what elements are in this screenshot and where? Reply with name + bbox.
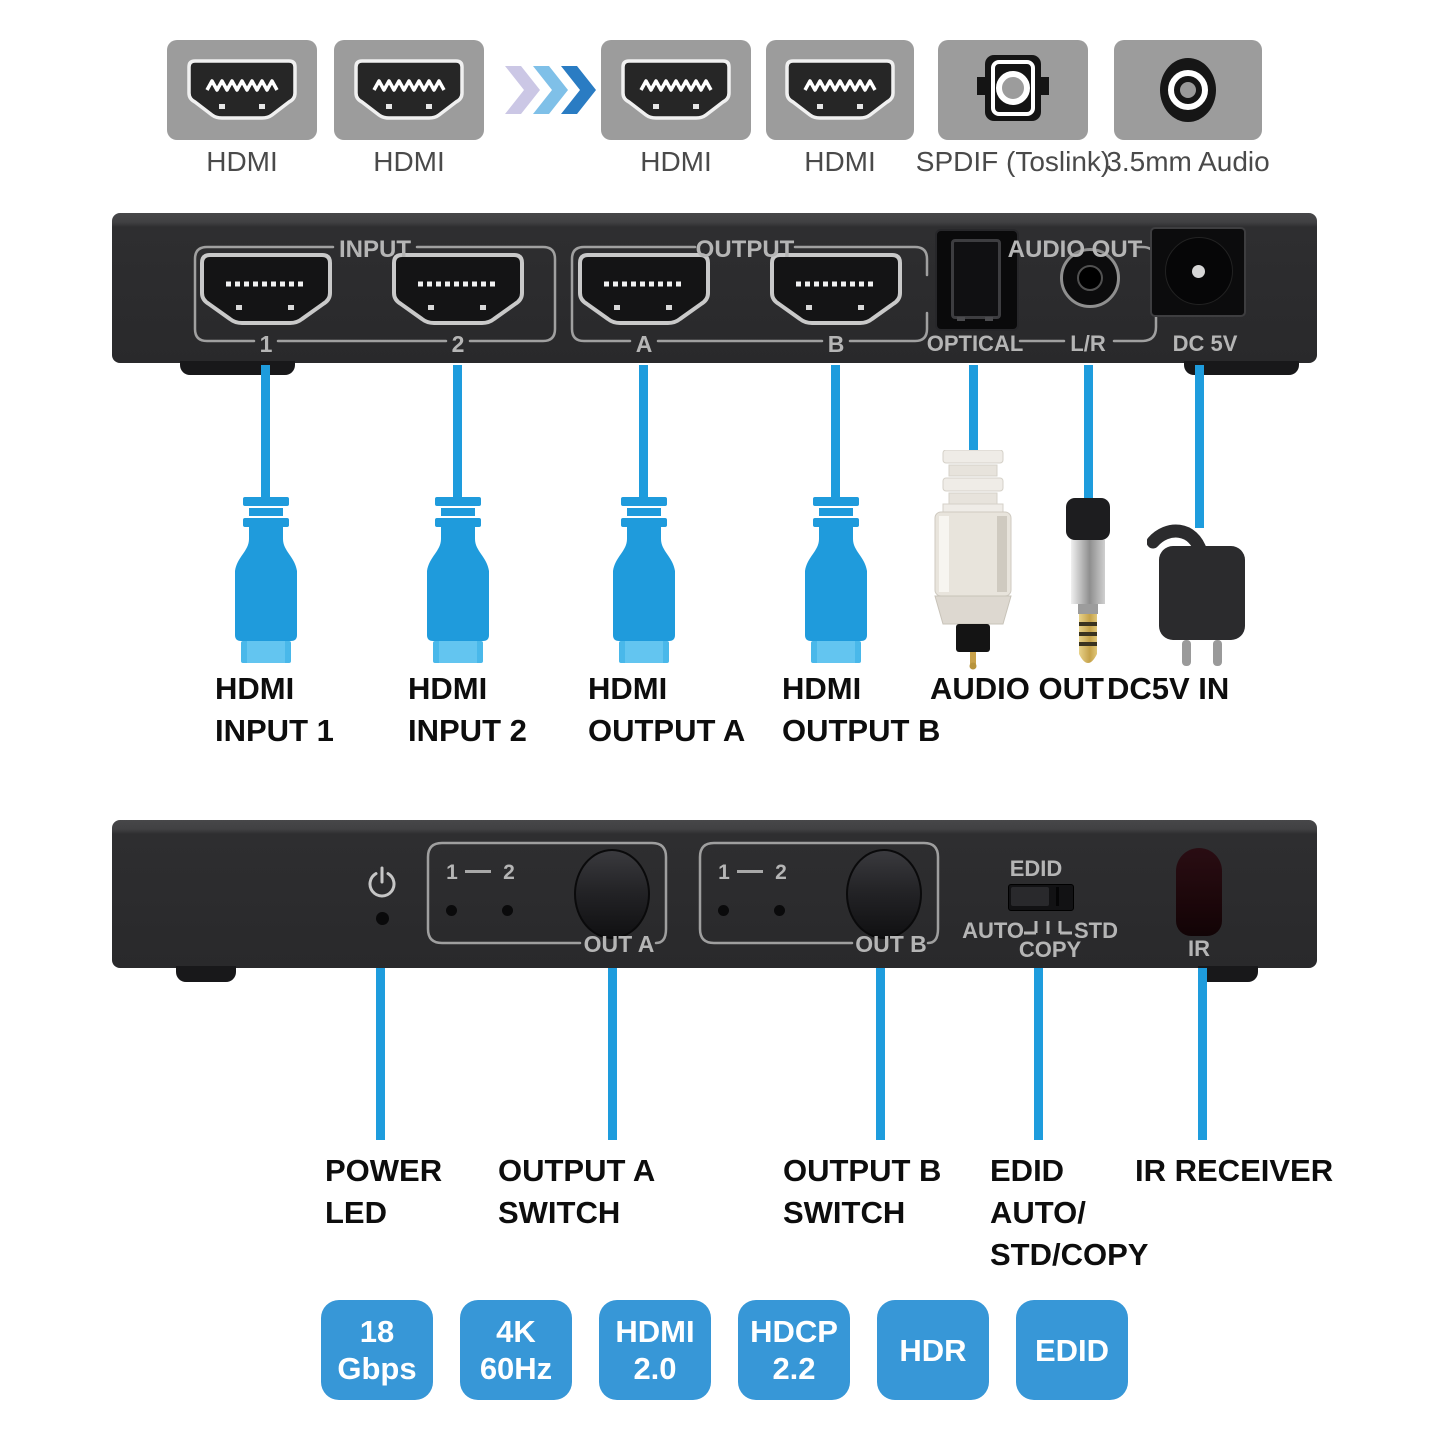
lr-audio-jack-port bbox=[1060, 248, 1120, 308]
callout-line bbox=[1198, 968, 1207, 1140]
cable-callout: DC5V IN bbox=[1107, 671, 1230, 706]
aux-35mm-cable-plug bbox=[1066, 498, 1110, 663]
button-group-outlines bbox=[426, 841, 940, 945]
top-port-label: SPDIF (Toslink) bbox=[915, 146, 1111, 177]
out-a-button bbox=[574, 849, 650, 939]
hdmi-port-icon bbox=[601, 40, 751, 140]
hdmi-cable-plug bbox=[805, 497, 867, 663]
port-label-a: A bbox=[635, 331, 653, 357]
callout-line bbox=[1084, 365, 1093, 502]
out-a-led-1 bbox=[446, 905, 457, 916]
port-label-b: B bbox=[827, 331, 845, 357]
edid-std-label: STD bbox=[1074, 918, 1118, 943]
ir-label: IR bbox=[1188, 936, 1210, 961]
dc-power-adapter-plug bbox=[1147, 524, 1245, 666]
hdmi-port-icon bbox=[334, 40, 484, 140]
top-port-label: HDMI bbox=[373, 146, 445, 177]
lr-label: L/R bbox=[1070, 331, 1106, 356]
out-b-button-label: OUT B bbox=[855, 931, 927, 957]
3-5mm-audio-jack-icon bbox=[1114, 40, 1262, 140]
hdmi-output-a-port bbox=[578, 253, 710, 327]
ir-receiver-window bbox=[1176, 848, 1222, 936]
toslink-cable-plug bbox=[934, 450, 1012, 670]
port-label-1: 1 bbox=[259, 331, 273, 357]
dc-5v-label: DC 5V bbox=[1172, 331, 1238, 356]
callout-line bbox=[969, 365, 978, 458]
rear-panel: INPUT OUTPUT AUDIO OUT 1 2 A B OPTICAL L… bbox=[112, 213, 1317, 375]
out-b-led-2 bbox=[774, 905, 785, 916]
out-a-led-2 bbox=[502, 905, 513, 916]
out-b-led-1 bbox=[718, 905, 729, 916]
hdmi-cable-plug bbox=[427, 497, 489, 663]
power-led bbox=[376, 912, 389, 925]
out-a-input-1-label: 1 bbox=[446, 861, 458, 884]
dash bbox=[465, 870, 491, 873]
audio-out-group-label: AUDIO OUT bbox=[1007, 236, 1143, 263]
out-b-input-2-label: 2 bbox=[775, 861, 787, 884]
triple-chevron-right-icon bbox=[505, 66, 596, 114]
out-a-button-label: OUT A bbox=[583, 931, 655, 957]
callout-line bbox=[376, 968, 385, 1140]
callout-line bbox=[453, 365, 462, 500]
hdmi-port-icon bbox=[766, 40, 914, 140]
out-b-input-1-label: 1 bbox=[718, 861, 730, 884]
dc-power-port bbox=[1150, 227, 1246, 317]
power-icon bbox=[368, 866, 396, 898]
device-foot bbox=[1184, 361, 1299, 375]
hdmi-port-icon bbox=[167, 40, 317, 140]
front-panel: 1 2 OUT A 1 2 OUT B EDID AUTO STD COPY I… bbox=[112, 820, 1317, 982]
device-foot bbox=[176, 966, 236, 982]
front-callout: IR RECEIVER bbox=[1135, 1153, 1334, 1188]
port-group-brackets bbox=[193, 245, 1158, 343]
callout-line bbox=[876, 968, 885, 1140]
top-port-label: 3.5mm Audio bbox=[1106, 146, 1270, 177]
hdmi-input-2-port bbox=[392, 253, 524, 327]
output-group-label: OUTPUT bbox=[695, 236, 795, 263]
callout-line bbox=[1034, 968, 1043, 1140]
hdmi-cable-plug bbox=[235, 497, 297, 663]
device-foot bbox=[1198, 966, 1258, 982]
top-port-label: HDMI bbox=[804, 146, 876, 177]
optical-audio-port bbox=[935, 229, 1019, 331]
callout-line bbox=[831, 365, 840, 500]
edid-title: EDID bbox=[1009, 856, 1063, 881]
feature-badge: HDR bbox=[877, 1300, 989, 1400]
top-port-label: HDMI bbox=[206, 146, 278, 177]
hdmi-input-1-port bbox=[200, 253, 332, 327]
dash bbox=[737, 870, 763, 873]
edid-auto-label: AUTO bbox=[962, 918, 1024, 943]
optical-label: OPTICAL bbox=[926, 331, 1024, 356]
edid-position-marks-icon bbox=[1024, 921, 1072, 935]
top-port-label: HDMI bbox=[640, 146, 712, 177]
hdmi-output-b-port bbox=[770, 253, 902, 327]
out-a-input-2-label: 2 bbox=[503, 861, 515, 884]
input-group-label: INPUT bbox=[339, 236, 411, 263]
callout-line bbox=[608, 968, 617, 1140]
hdmi-cable-plug bbox=[613, 497, 675, 663]
edid-slide-switch bbox=[1008, 884, 1074, 911]
edid-copy-label: COPY bbox=[1018, 937, 1082, 962]
device-foot bbox=[180, 361, 295, 375]
callout-line bbox=[639, 365, 648, 500]
out-b-button bbox=[846, 849, 922, 939]
feature-badge: EDID bbox=[1016, 1300, 1128, 1400]
port-label-2: 2 bbox=[451, 331, 465, 357]
callout-line bbox=[1195, 365, 1204, 528]
spdif-toslink-icon bbox=[938, 40, 1088, 140]
cable-callout: AUDIO OUT bbox=[930, 671, 1104, 706]
callout-line bbox=[261, 365, 270, 500]
